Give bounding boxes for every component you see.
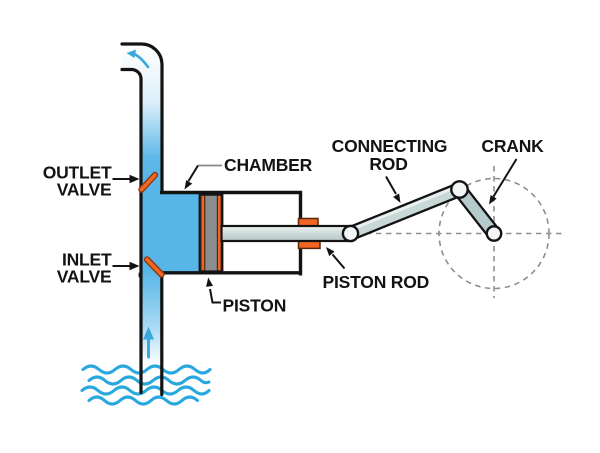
outlet-valve-arrowhead <box>129 174 140 184</box>
crank-pin-joint <box>450 180 469 199</box>
piston-arrowhead <box>206 277 213 287</box>
inlet-valve-hinge <box>138 272 142 278</box>
outlet-valve-flap-fill <box>139 173 157 192</box>
piston-rod-bar <box>220 224 354 243</box>
pipe-left-wall <box>120 67 143 395</box>
inlet-valve-flap-fill <box>145 257 164 277</box>
piston-rod-arrow <box>331 253 346 270</box>
inlet-valve-label-line1: INLET <box>62 250 112 270</box>
piston-leader <box>209 288 221 304</box>
crankshaft-center-joint <box>485 225 503 242</box>
wave-line <box>81 364 212 375</box>
piston-assembly <box>198 193 224 273</box>
outlet-valve-flap <box>138 171 159 193</box>
crank-arrow <box>492 158 518 198</box>
connecting-rod-arrow <box>385 176 397 195</box>
chamber-arrowhead <box>184 180 193 190</box>
flow-arrow-out-icon <box>126 49 150 69</box>
label-arrows <box>112 158 518 304</box>
wave-line <box>80 385 211 396</box>
piston-label: PISTON <box>223 296 287 316</box>
connecting-rod-highlight <box>348 184 460 232</box>
piston-seal-left <box>200 194 206 272</box>
chamber-label: CHAMBER <box>224 155 313 175</box>
crank-arrowhead <box>489 195 497 205</box>
crank-label: CRANK <box>481 136 544 156</box>
rod-end-joint <box>341 224 360 243</box>
piston-rod-label: PISTON ROD <box>323 272 430 292</box>
inlet-valve-flap <box>138 256 165 278</box>
lower-pipe-water <box>140 271 163 393</box>
inlet-valve-arrowhead <box>129 261 140 271</box>
connecting-rod-fill <box>345 184 465 239</box>
outlet-valve-label-line1: OUTLET <box>43 163 112 183</box>
piston-rod-arrowhead <box>326 247 335 257</box>
pipe-walls <box>120 42 164 397</box>
wave-line <box>87 375 211 386</box>
pipe-right-wall-upper <box>120 42 164 193</box>
inlet-valve-label-line2: VALVE <box>57 267 112 287</box>
connecting-rod-label-line2: ROD <box>369 154 407 174</box>
label-arrowheads <box>129 174 497 287</box>
outlet-valve-label-line2: VALVE <box>57 180 112 200</box>
wave-line <box>87 395 200 406</box>
chamber-arrow <box>187 164 199 182</box>
water-waves <box>80 364 212 406</box>
flow-arrow-up-icon <box>143 326 154 359</box>
crank-guides <box>356 166 563 298</box>
connecting-rod-label-line1: CONNECTING <box>332 136 448 156</box>
connecting-rod-bar <box>343 182 467 241</box>
connecting-rod-arrowhead <box>393 193 401 203</box>
